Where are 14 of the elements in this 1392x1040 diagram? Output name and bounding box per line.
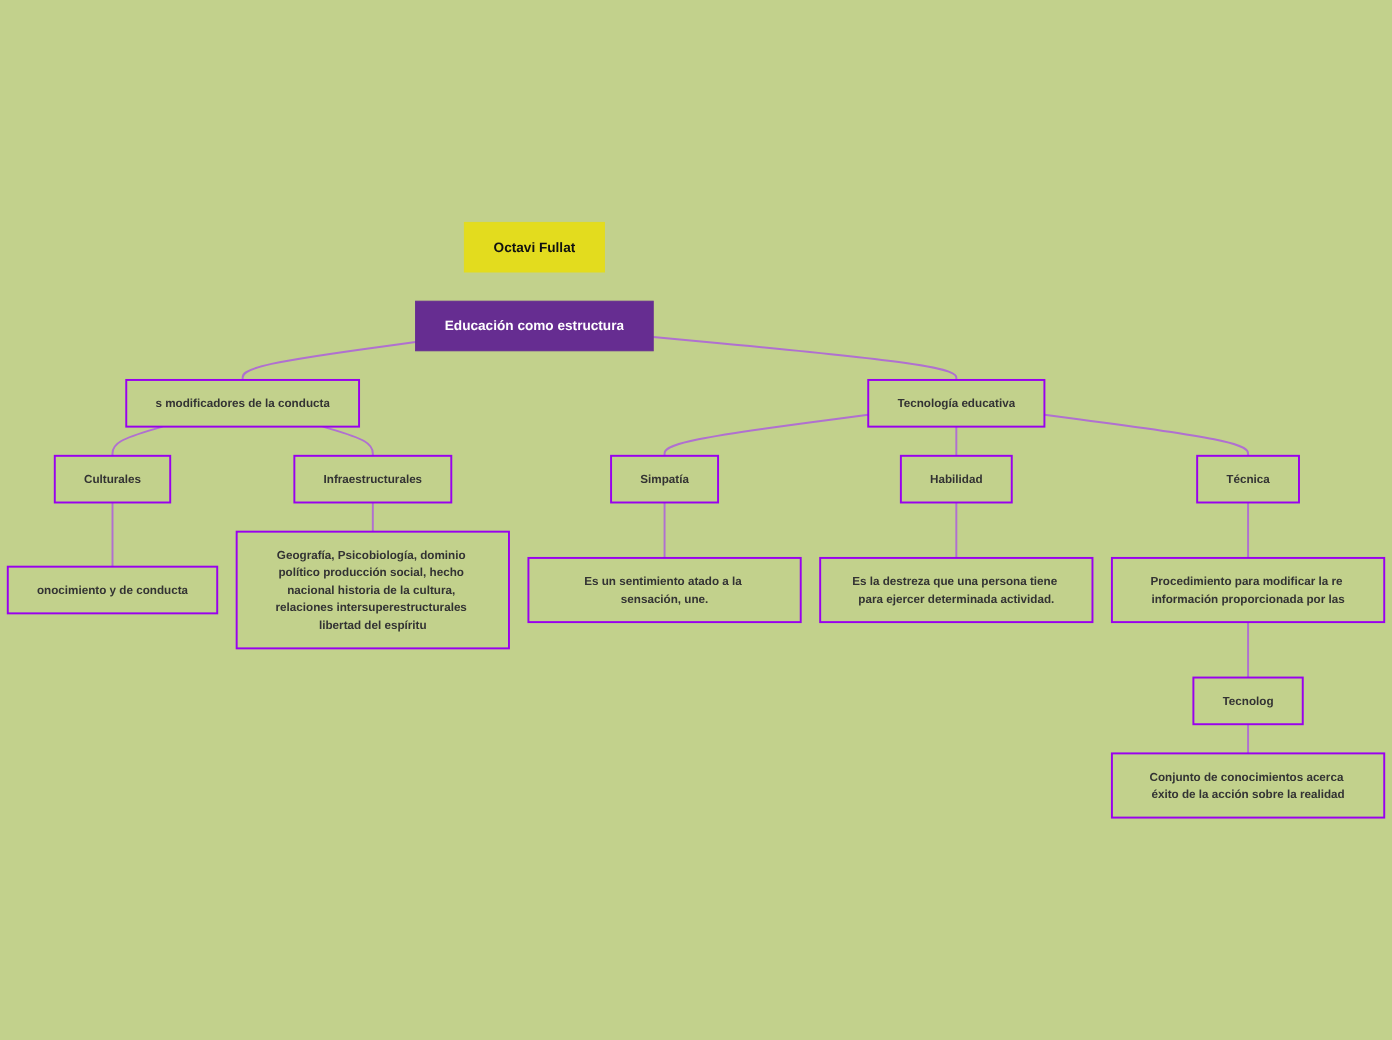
connector	[652, 336, 958, 381]
connector	[955, 425, 958, 457]
connector	[111, 425, 164, 457]
connector	[1043, 413, 1250, 457]
connector	[955, 501, 958, 559]
connector	[371, 501, 374, 533]
connector	[663, 413, 870, 457]
connector	[663, 501, 666, 559]
connector	[321, 425, 374, 457]
connector	[111, 501, 114, 568]
connector	[241, 341, 417, 381]
connector	[1247, 501, 1250, 559]
connector	[1247, 621, 1250, 679]
connector	[1247, 723, 1250, 755]
